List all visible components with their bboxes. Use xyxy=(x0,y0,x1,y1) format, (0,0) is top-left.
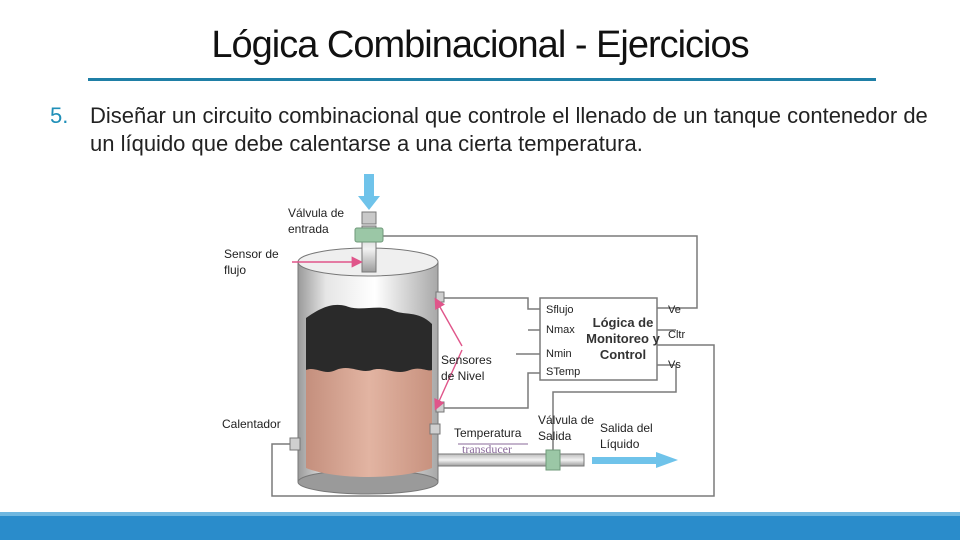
outlet-valve xyxy=(437,449,585,471)
label-salida-liquido: Salida del Líquido xyxy=(600,421,653,451)
logic-output-cltr: Cltr xyxy=(668,329,686,341)
slide-title: Lógica Combinacional - Ejercicios xyxy=(211,24,749,66)
label-transducer: transducer xyxy=(462,442,512,456)
item-text: Diseñar un circuito combinacional que co… xyxy=(90,103,928,156)
logic-title: Lógica de Monitoreo y Control xyxy=(586,315,660,362)
label-valvula-entrada: Válvula de entrada xyxy=(288,206,345,236)
item-number: 5. xyxy=(50,103,69,128)
logic-input-nmin: Nmin xyxy=(546,348,572,360)
label-temperatura: Temperatura xyxy=(454,426,522,440)
indicator-arrows xyxy=(292,256,463,411)
label-calentador: Calentador xyxy=(222,417,281,431)
inlet-valve xyxy=(354,211,384,273)
outflow-arrow-icon xyxy=(592,452,678,468)
logic-input-sflujo: Sflujo xyxy=(546,304,574,316)
bottom-band xyxy=(0,512,960,540)
label-sensor-flujo: Sensor de flujo xyxy=(224,247,279,277)
label-valvula-salida: Válvula de Salida xyxy=(538,413,595,443)
label-sensores-nivel: Sensores de Nivel xyxy=(441,353,492,383)
inflow-arrow-icon xyxy=(358,174,380,210)
logic-block xyxy=(539,297,658,381)
title-underline xyxy=(88,78,876,81)
logic-input-stemp: STemp xyxy=(546,366,581,378)
tank xyxy=(297,247,439,495)
logic-input-nmax: Nmax xyxy=(546,324,575,336)
bottom-band-stripe xyxy=(0,512,960,516)
logic-output-vs: Vs xyxy=(668,359,681,371)
logic-output-ve: Ve xyxy=(668,304,681,316)
